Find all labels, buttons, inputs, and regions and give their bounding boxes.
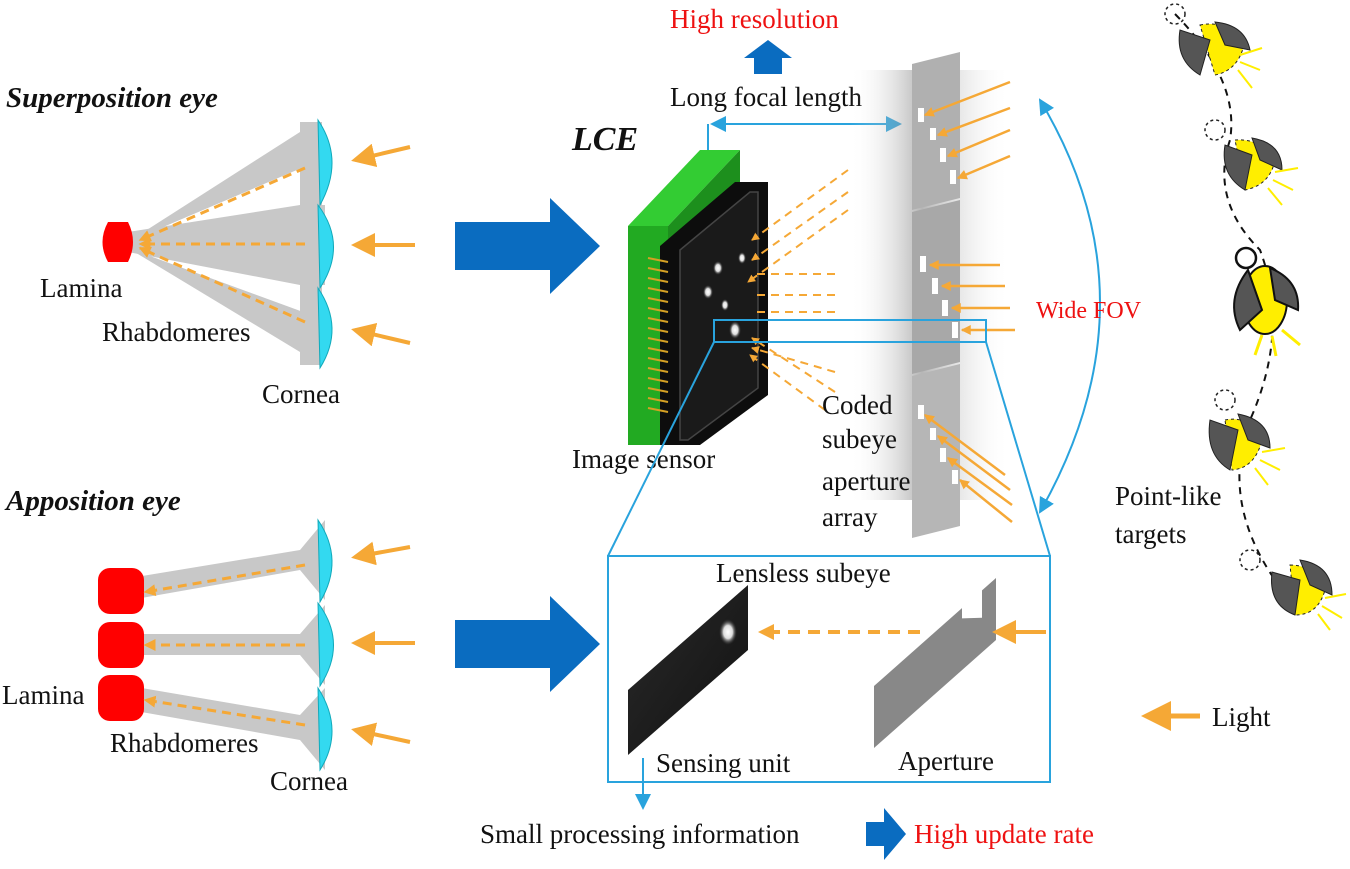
point-like-label-line1: Point-like [1115, 481, 1222, 511]
high-update-rate-label: High update rate [914, 819, 1094, 849]
apposition-eye-title: Apposition eye [4, 485, 181, 517]
rhabdomere-cone [128, 248, 325, 352]
sensor-pins [647, 257, 669, 413]
up-arrow-icon [744, 40, 792, 74]
lensless-subeye-panel: Lensless subeye Sensing unit Aperture [607, 555, 1051, 783]
apposition-eye-group: Apposition eye Lamina Rhabdomeres Cornea [2, 485, 415, 796]
cornea-lens [317, 203, 334, 290]
coded-label-line3: aperture [822, 466, 910, 496]
point-like-label-line2: targets [1115, 519, 1186, 549]
lamina-label-bottom: Lamina [2, 680, 84, 710]
coded-label-line4: array [822, 502, 878, 532]
coded-label-line2: subeye [822, 424, 897, 454]
lamina-block [98, 568, 144, 614]
lamina-block [98, 675, 144, 721]
high-resolution-label: High resolution [670, 4, 839, 34]
rhabdomeres-label-top: Rhabdomeres [102, 317, 250, 347]
aperture-plate [874, 578, 996, 748]
firefly-icon [1204, 119, 1299, 206]
lamina-block [102, 222, 133, 262]
small-processing-label: Small processing information [480, 819, 800, 849]
sensing-unit [628, 585, 748, 755]
long-focal-length-label: Long focal length [670, 82, 862, 112]
inspiration-arrow-top [455, 198, 600, 294]
rhabdomere-tube [130, 686, 325, 770]
lamina-block [98, 622, 144, 668]
image-sensor-label: Image sensor [572, 444, 715, 474]
firefly-icon [1233, 246, 1301, 357]
rhabdomere-tube [130, 520, 325, 600]
sensing-unit-label: Sensing unit [656, 748, 791, 778]
cornea-lens [317, 686, 333, 772]
superposition-eye-group: Superposition eye Lamina Rhabdomeres Cor… [6, 82, 415, 409]
firefly-icon [1208, 389, 1286, 486]
right-arrow-icon [866, 808, 906, 860]
zoom-selection-box [713, 319, 987, 343]
point-like-targets: Point-like targets [1115, 3, 1347, 631]
wide-fov-label: Wide FOV [1036, 298, 1142, 324]
cornea-lens [317, 601, 334, 688]
cornea-label-top: Cornea [262, 379, 340, 409]
lensless-subeye-label: Lensless subeye [716, 558, 891, 588]
cornea-lens [317, 518, 333, 604]
cornea-lens [317, 286, 333, 370]
coded-aperture-array [912, 52, 960, 538]
lce-device: LCE High resolution Long focal length [571, 4, 1142, 557]
firefly-icon [1164, 3, 1263, 89]
cornea-label-bottom: Cornea [270, 766, 348, 796]
coded-label-line1: Coded [822, 390, 893, 420]
rhabdomeres-label-bottom: Rhabdomeres [110, 728, 258, 758]
cornea-lens [317, 118, 333, 207]
light-legend-label: Light [1212, 702, 1271, 732]
lamina-label-top: Lamina [40, 273, 122, 303]
aperture-label: Aperture [898, 746, 994, 776]
wide-fov-arc [1038, 98, 1101, 514]
firefly-icon [1239, 549, 1347, 631]
rhabdomere-cone [128, 132, 325, 242]
legend: Light [1141, 701, 1271, 732]
inspiration-arrow-bottom [455, 596, 600, 692]
superposition-eye-title: Superposition eye [6, 82, 218, 114]
lce-title: LCE [571, 121, 638, 158]
